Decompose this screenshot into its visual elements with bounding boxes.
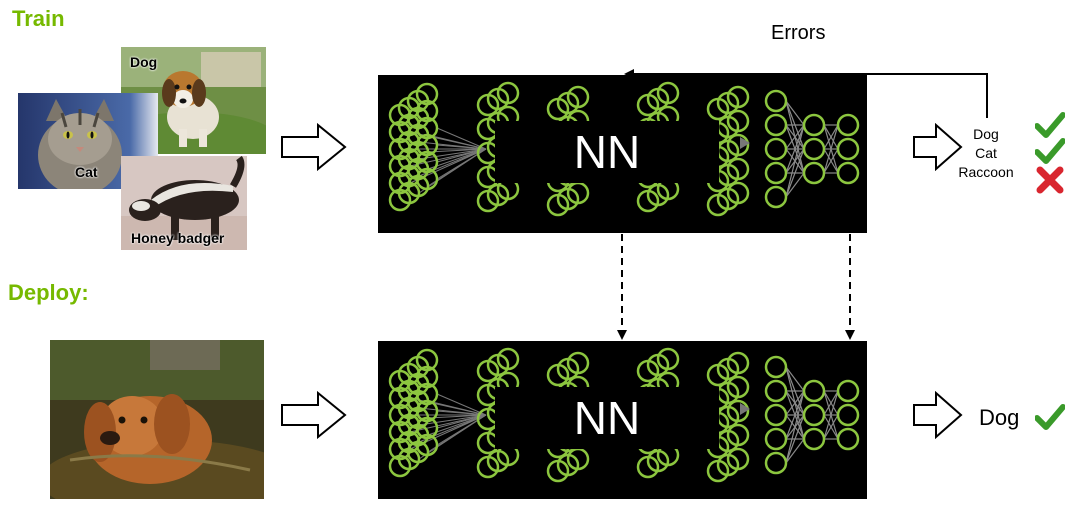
neuron bbox=[802, 137, 826, 161]
output-label-cat: Cat bbox=[975, 145, 997, 161]
neuron bbox=[836, 379, 860, 403]
neuron bbox=[764, 355, 788, 379]
neuron bbox=[566, 181, 590, 205]
neuron bbox=[566, 447, 590, 471]
input-arrow-train bbox=[281, 123, 347, 171]
neuron bbox=[836, 113, 860, 137]
neuron bbox=[802, 113, 826, 137]
check-icon bbox=[1035, 404, 1065, 430]
check-icon bbox=[1035, 138, 1065, 164]
errors-label: Errors bbox=[771, 22, 826, 44]
dog-photo-label: Dog bbox=[130, 54, 158, 70]
honey-badger-photo-label: Honey badger bbox=[131, 230, 225, 246]
deploy-dog-photo bbox=[50, 340, 264, 499]
output-arrow-deploy bbox=[913, 391, 963, 439]
neuron bbox=[764, 185, 788, 209]
neuron bbox=[764, 451, 788, 475]
neuron bbox=[802, 403, 826, 427]
deploy-title: Deploy: bbox=[8, 280, 89, 305]
neuron bbox=[726, 423, 750, 447]
cat-photo-label: Cat bbox=[75, 164, 98, 180]
neuron bbox=[836, 137, 860, 161]
neuron bbox=[726, 157, 750, 181]
nn-panel-train: NN bbox=[378, 75, 867, 233]
neuron bbox=[496, 347, 520, 371]
cross-icon bbox=[1036, 166, 1064, 194]
train-output-list: Dog Cat Raccoon bbox=[946, 125, 1026, 182]
neuron bbox=[836, 403, 860, 427]
output-label-raccoon: Raccoon bbox=[958, 164, 1014, 180]
neuron bbox=[764, 113, 788, 137]
nn-label-deploy: NN bbox=[495, 387, 719, 449]
neuron bbox=[496, 81, 520, 105]
nn-panel-deploy: NN bbox=[378, 341, 867, 499]
neuron bbox=[764, 403, 788, 427]
train-title: Train bbox=[12, 6, 65, 31]
input-arrow-deploy bbox=[281, 391, 347, 439]
cat-photo: Cat bbox=[18, 93, 158, 189]
check-icon bbox=[1035, 112, 1065, 138]
neuron bbox=[764, 137, 788, 161]
neuron bbox=[836, 427, 860, 451]
neuron bbox=[566, 351, 590, 375]
neuron bbox=[836, 161, 860, 185]
neuron bbox=[764, 427, 788, 451]
neuron bbox=[802, 379, 826, 403]
neuron bbox=[802, 161, 826, 185]
neuron bbox=[764, 89, 788, 113]
output-arrow-train bbox=[913, 123, 963, 171]
neuron bbox=[566, 85, 590, 109]
neuron bbox=[726, 447, 750, 471]
neuron bbox=[656, 347, 680, 371]
output-label-dog: Dog bbox=[973, 126, 999, 142]
neuron bbox=[726, 133, 750, 157]
neuron bbox=[726, 399, 750, 423]
honey-badger-photo: Honey badger bbox=[121, 156, 247, 250]
neuron bbox=[764, 161, 788, 185]
neuron bbox=[726, 181, 750, 205]
neuron bbox=[764, 379, 788, 403]
nn-label-train: NN bbox=[495, 121, 719, 183]
neuron bbox=[726, 375, 750, 399]
neuron bbox=[726, 351, 750, 375]
deploy-output-label: Dog bbox=[979, 405, 1020, 430]
neuron bbox=[802, 427, 826, 451]
